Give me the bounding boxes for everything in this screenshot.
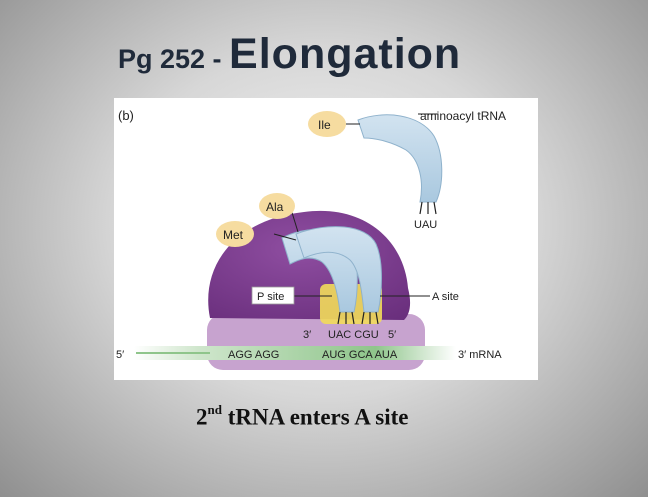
mrna-codons-left: AGG AGG	[228, 349, 279, 361]
a-site-label: A site	[432, 291, 459, 303]
incoming-trna	[357, 114, 443, 203]
anticodon-prime-left: 3′	[303, 329, 311, 341]
mrna-three-prime: 3′ mRNA	[458, 349, 502, 361]
ile-label: Ile	[318, 118, 331, 132]
incoming-anticodon-prongs	[419, 201, 437, 215]
caption-ordinal: 2	[196, 404, 208, 430]
met-label: Met	[223, 228, 244, 242]
slide-caption: 2nd tRNA enters A site	[196, 402, 409, 431]
amino-acid-ile	[308, 111, 346, 137]
small-ribosomal-subunit	[207, 314, 425, 370]
bound-anticodon-prongs	[337, 311, 379, 325]
anticodon-pair-label: UAC CGU	[328, 329, 379, 341]
mrna-strand	[134, 346, 456, 360]
title-prefix: Pg 252 -	[118, 44, 230, 74]
slide-title: Pg 252 - Elongation	[118, 30, 461, 79]
mrna-five-prime: 5′	[116, 349, 124, 361]
amino-acid-met	[216, 221, 254, 247]
p-site-label-box	[251, 286, 295, 305]
a-site-trna	[295, 226, 382, 313]
anticodon-prime-right: 5′	[388, 329, 396, 341]
amino-acid-ala	[259, 193, 295, 219]
title-main: Elongation	[229, 30, 462, 78]
translation-figure: (b) aminoacyl tRNA Ile Ala Met UAU P sit…	[114, 98, 538, 380]
aminoacyl-trna-label: aminoacyl tRNA	[420, 109, 506, 123]
caption-rest: tRNA enters A site	[221, 404, 409, 430]
p-site-label: P site	[257, 291, 284, 303]
elongation-diagram: (b) aminoacyl tRNA Ile Ala Met UAU P sit…	[116, 108, 506, 370]
panel-label: (b)	[118, 108, 134, 123]
incoming-anticodon-label: UAU	[414, 219, 437, 231]
ala-label: Ala	[266, 200, 284, 214]
mrna-codons-right: AUG GCA AUA	[322, 349, 398, 361]
caption-superscript: nd	[207, 402, 222, 417]
